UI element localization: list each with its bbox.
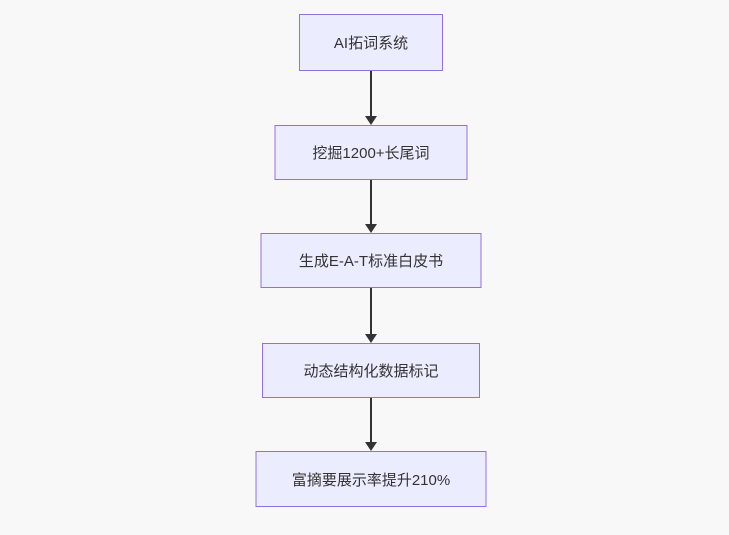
flowchart-edge (365, 288, 377, 343)
node-label: 动态结构化数据标记 (303, 363, 439, 380)
flowchart-node-structured-data: 动态结构化数据标记 (262, 343, 480, 398)
flowchart-node-eat-whitepaper: 生成E-A-T标准白皮书 (260, 233, 482, 288)
edge-line (370, 71, 372, 116)
edge-line (370, 398, 372, 442)
flowchart-edge (365, 71, 377, 125)
flowchart-edge (365, 180, 377, 233)
flowchart-edge (365, 398, 377, 451)
node-label: 挖掘1200+长尾词 (312, 145, 430, 162)
node-label: 富摘要展示率提升210% (291, 471, 451, 489)
flowchart-node-rich-snippet-result: 富摘要展示率提升210% (255, 451, 487, 507)
flowchart-node-ai-system: AI拓词系统 (299, 14, 443, 71)
arrowhead-down-icon (365, 116, 377, 125)
node-label: 生成E-A-T标准白皮书 (298, 253, 444, 270)
arrowhead-down-icon (365, 224, 377, 233)
edge-line (370, 180, 372, 224)
node-label: AI拓词系统 (333, 35, 409, 52)
arrowhead-down-icon (365, 442, 377, 451)
arrowhead-down-icon (365, 334, 377, 343)
edge-line (370, 288, 372, 334)
flowchart-node-longtail-keywords: 挖掘1200+长尾词 (274, 125, 468, 180)
